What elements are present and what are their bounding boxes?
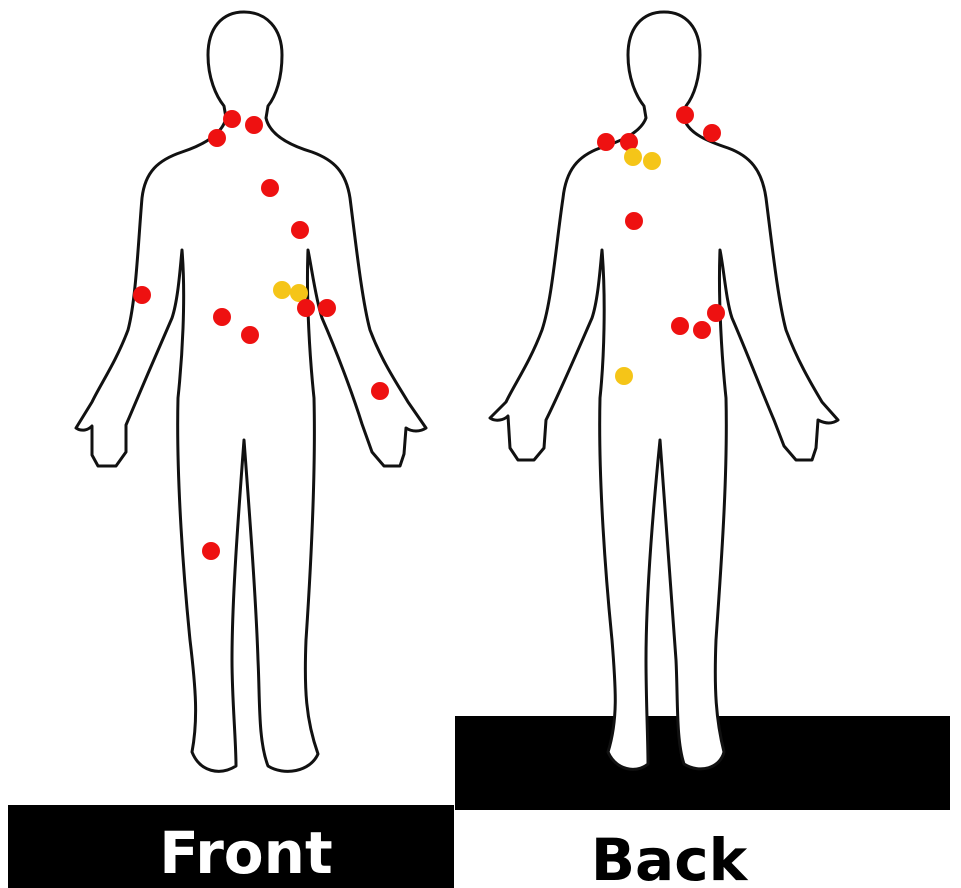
back-marker-mid-back [625,212,643,230]
front-marker-neck-left [245,116,263,134]
back-marker-upper-back-left-2 [643,152,661,170]
back-marker-upper-back-left-1 [624,148,642,166]
front-label: Front [159,819,332,887]
front-marker-neck-center [223,110,241,128]
back-marker-lower-back-right-2 [693,321,711,339]
front-marker-flank-left-2 [318,299,336,317]
back-marker-neck-back [676,106,694,124]
back-label: Back [591,826,749,888]
front-marker-wrist-left [371,382,389,400]
back-marker-lower-back-right-1 [671,317,689,335]
back-marker-shoulder-right [703,124,721,142]
front-marker-upper-chest-left [261,179,279,197]
front-marker-abdomen-center-1 [213,308,231,326]
front-marker-knee-right [202,542,220,560]
front-marker-abdomen-left-1 [273,281,291,299]
back-marker-lower-back-right-3 [707,304,725,322]
front-marker-abdomen-center-2 [241,326,259,344]
front-marker-flank-left-1 [297,299,315,317]
front-marker-upper-arm-right [133,286,151,304]
back-marker-shoulder-left-1 [597,133,615,151]
back-marker-buttock-left [615,367,633,385]
front-marker-neck-right [208,129,226,147]
front-marker-chest-left [291,221,309,239]
